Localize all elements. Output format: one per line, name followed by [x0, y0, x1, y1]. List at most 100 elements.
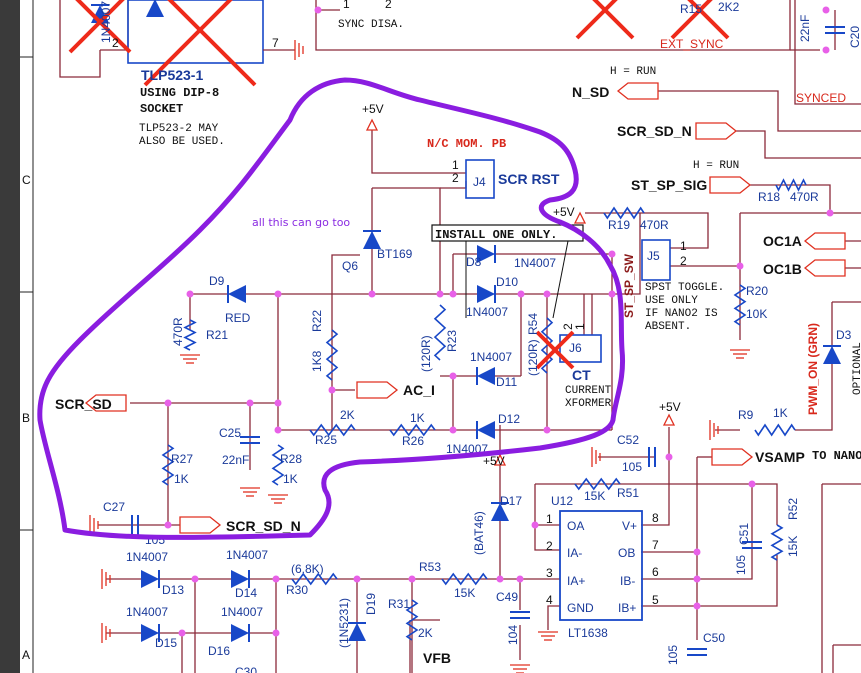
junction-dot: [693, 548, 701, 556]
j5-note: SPST TOGGLE.: [645, 282, 724, 294]
junction-dot: [436, 290, 444, 298]
vcc-arrow-icon: [662, 413, 676, 426]
pin-name: OA: [567, 519, 584, 533]
junction-dot: [274, 426, 282, 434]
st-sp-sig-port: ST_SP_SIG: [631, 177, 707, 193]
r31-label: R31: [388, 597, 410, 611]
pin-label: 1: [573, 323, 587, 330]
j5-note: IF NANO2 IS: [645, 308, 718, 320]
r21-label: R21: [206, 328, 228, 342]
r51-resistor: [574, 477, 621, 491]
d10-diode: [477, 285, 495, 303]
pin-number: 8: [652, 511, 659, 525]
ac-i-port: AC_I: [403, 382, 435, 398]
junction-dot: [543, 290, 551, 298]
u12-pins: 1 OA 2 IA- 3 IA+ 4 GND 8 V+ 7 OB 6 IB- 5…: [546, 511, 659, 615]
r15-label: R15: [680, 2, 702, 16]
ct-label: CT: [572, 367, 591, 383]
r30-value: (6.8K): [291, 562, 324, 576]
r28-value: 1K: [283, 472, 298, 486]
junction-dot: [328, 386, 336, 394]
vsamp-port: VSAMP: [755, 449, 805, 465]
j5-connector: [641, 239, 671, 281]
junction-dot: [186, 290, 194, 298]
d13-label: D13: [162, 583, 184, 597]
bt169-scr: [363, 231, 381, 249]
scr-sd-port: SCR_SD: [55, 396, 112, 412]
r52-resistor: [770, 524, 784, 561]
scr-sd-n-port: SCR_SD_N: [617, 123, 692, 139]
scr-sd-n-port-tag: [695, 122, 738, 140]
r22-resistor: [325, 329, 339, 381]
pin-number: 5: [652, 593, 659, 607]
pin-label: 2: [112, 36, 119, 50]
r25-potentiometer: [309, 423, 356, 437]
r22-label: R22: [310, 310, 324, 332]
pin-number: 3: [546, 566, 553, 580]
r53-label: R53: [419, 560, 441, 574]
c20-label: C20: [848, 26, 861, 48]
d16-label: D16: [208, 644, 230, 658]
r51-value: 15K: [584, 489, 605, 503]
r22-value: 1K8: [310, 350, 324, 372]
crossed-out-mark: [575, 0, 618, 40]
n-sd-port: N_SD: [572, 84, 609, 100]
junction-dot: [826, 209, 834, 217]
st-sp-sw-label: ST_SP_SW: [622, 253, 636, 318]
r31-potentiometer: [405, 599, 419, 641]
install-arrow: [552, 240, 569, 319]
ext-sync-label: EXT_SYNC: [660, 37, 724, 51]
wires: [59, 0, 861, 673]
junction-dot: [449, 372, 457, 380]
r19-label: R19: [608, 218, 630, 232]
crossed-out-mark: [535, 330, 575, 370]
d17-label: D17: [500, 494, 522, 508]
st-sp-sig-port-tag: [709, 176, 752, 194]
junction-dot: [449, 426, 457, 434]
pin-label: 2: [680, 254, 687, 268]
r28-label: R28: [280, 452, 302, 466]
r15-value: 2K2: [718, 0, 740, 14]
r19-value: 470R: [640, 218, 669, 232]
junction-dot: [748, 480, 756, 488]
opto-diode-part: 1N4007: [99, 1, 113, 43]
r30-resistor: [291, 572, 338, 586]
c25-value: 22nF: [222, 453, 249, 467]
d12-diode: [477, 421, 495, 439]
synced-label: SYNCED: [796, 91, 846, 105]
opto-led: [146, 0, 164, 17]
r9-resistor: [754, 423, 796, 437]
j5-note: ABSENT.: [645, 321, 691, 333]
pwm-on-label: PWM_ON (GRN): [806, 323, 820, 415]
r52-label: R52: [786, 498, 800, 520]
u12-chip: [559, 510, 643, 621]
opto-note: SOCKET: [140, 102, 183, 116]
oc1a-port-tag: [803, 232, 846, 250]
pin-name: GND: [567, 601, 594, 615]
r52-value: 15K: [786, 536, 800, 557]
pin-name: IB+: [618, 601, 636, 615]
pin-name: V+: [622, 519, 637, 533]
ac-i-port-tag: [356, 381, 399, 399]
pin-number: 2: [546, 539, 553, 553]
r54-resistor: [540, 317, 554, 374]
r25-value: 2K: [340, 408, 355, 422]
u12-part: LT1638: [568, 626, 608, 640]
vfb-label: VFB: [423, 650, 451, 666]
r20-resistor: [733, 284, 747, 326]
r25-label: R25: [315, 433, 337, 447]
row-label-c: C: [22, 173, 31, 187]
u12-label: U12: [551, 494, 573, 508]
r27-resistor: [161, 444, 175, 486]
junction-dot: [665, 453, 673, 461]
pin-label: 2: [385, 0, 392, 11]
r20-value: 10K: [746, 307, 767, 321]
row-label-a: A: [22, 648, 30, 662]
pin-label: 7: [272, 36, 279, 50]
purple-annotation-outline: [37, 77, 626, 540]
scr-rst-label: SCR RST: [498, 171, 560, 187]
d19-label: D19: [364, 593, 378, 615]
d10-label: D10: [496, 275, 518, 289]
r9-value: 1K: [773, 406, 788, 420]
crossed-out-mark: [143, 0, 233, 87]
